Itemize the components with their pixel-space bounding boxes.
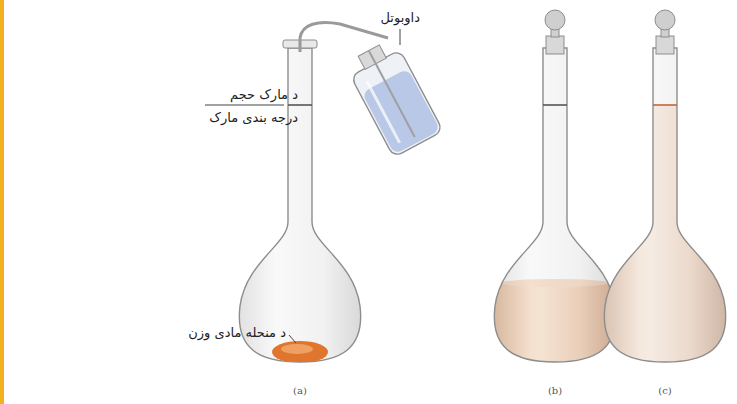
panel-tag: (c) — [658, 385, 671, 397]
panel-tag: (a) — [293, 385, 307, 397]
part-label: د مارک حجم — [230, 87, 298, 103]
part-label: درجه بندی مارک — [209, 110, 298, 126]
part-label: د منحله مادی وزن — [188, 325, 286, 341]
part-label: داوبوتل — [381, 10, 420, 26]
panel-tag: (b) — [548, 385, 562, 397]
